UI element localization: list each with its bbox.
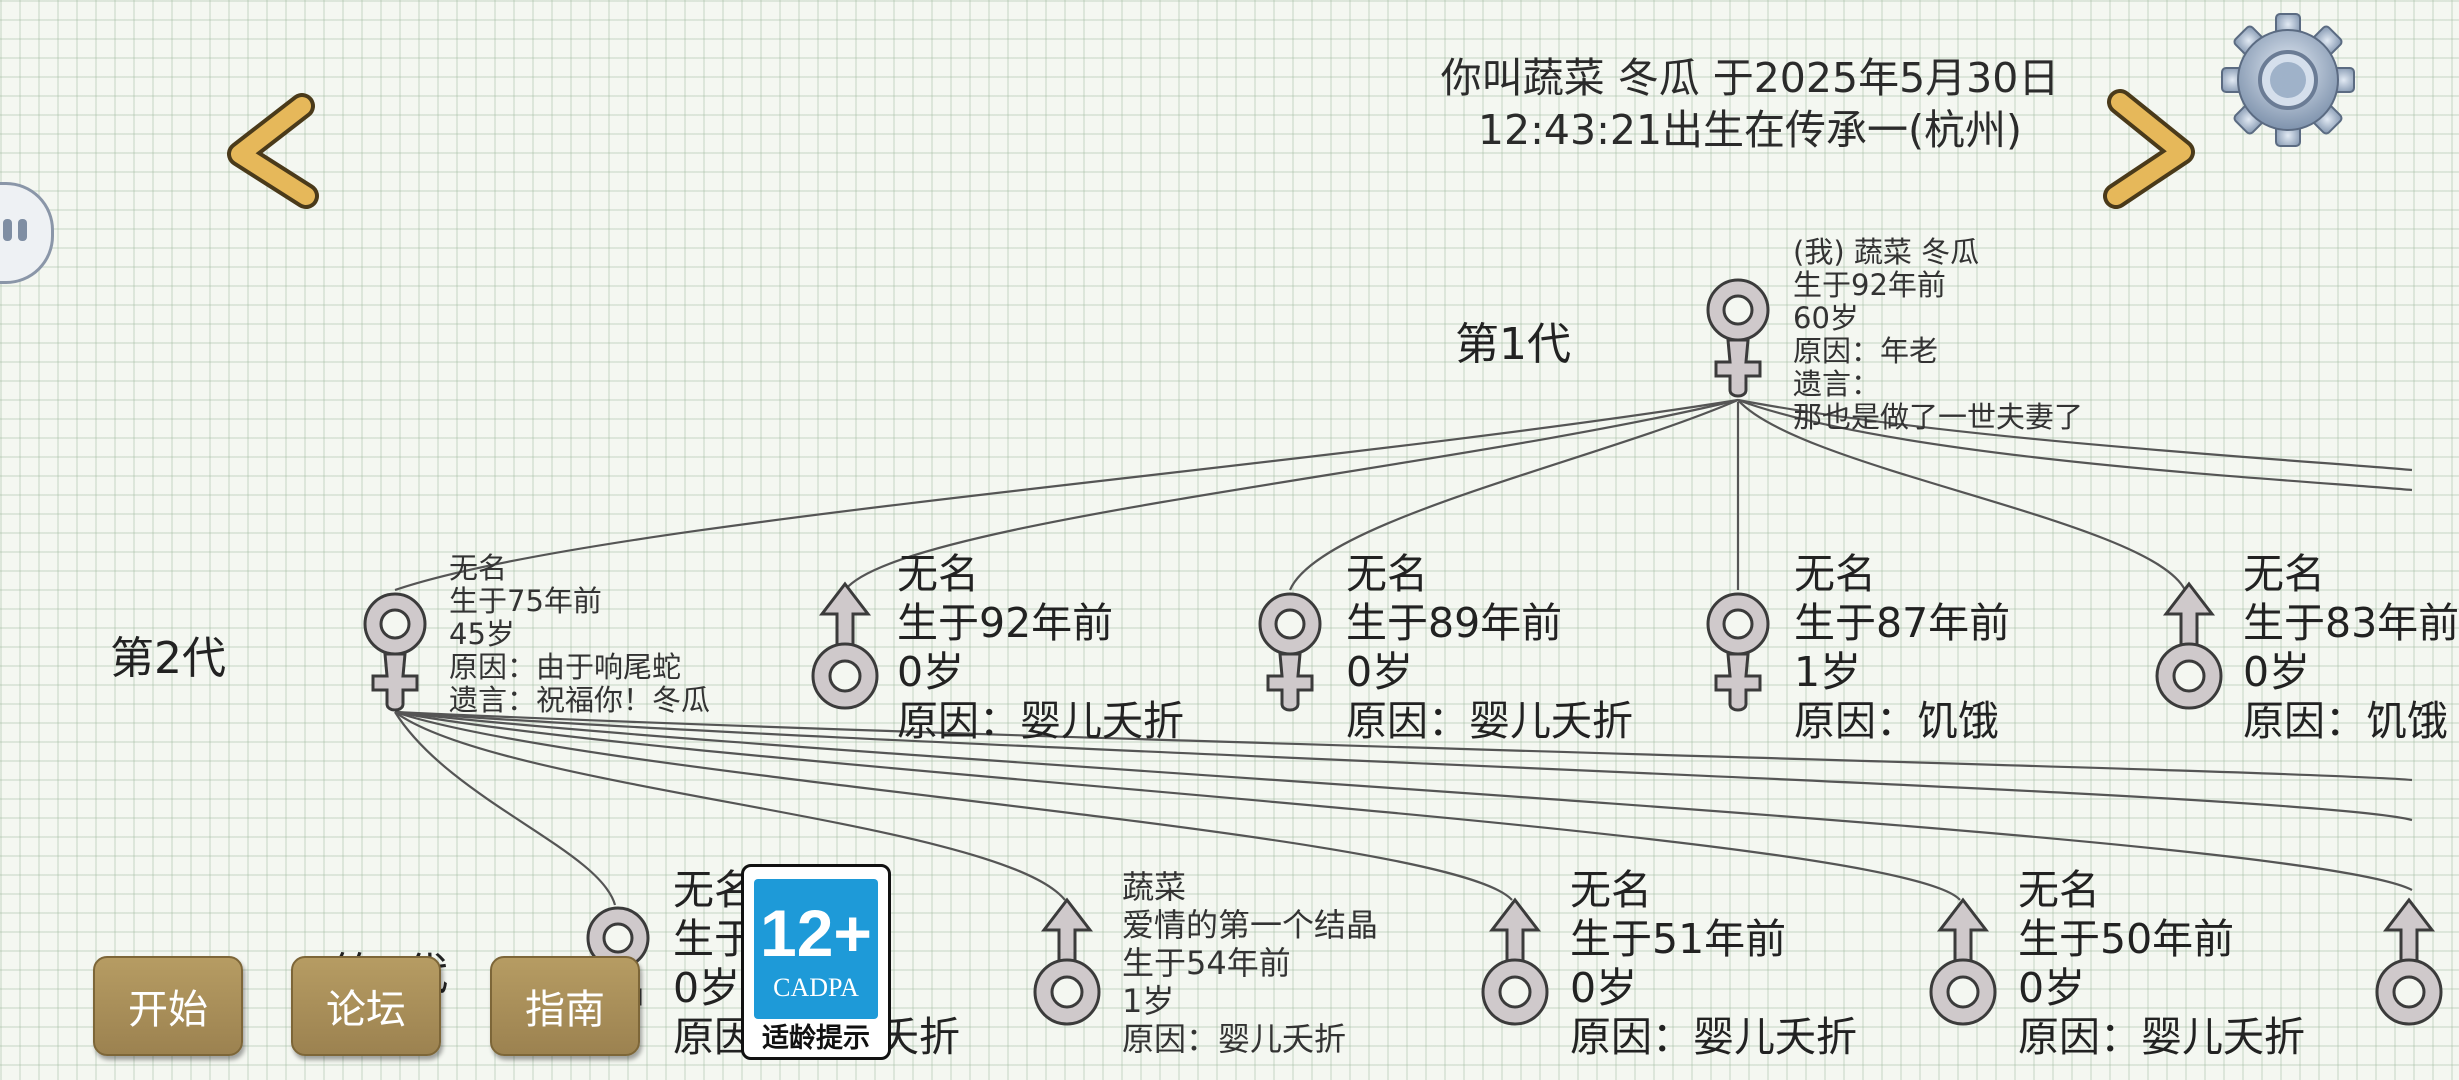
node-name: 无名 (897, 550, 979, 598)
male-icon[interactable] (1476, 896, 1554, 1030)
female-icon[interactable] (357, 586, 433, 718)
node-cause: 原因：婴儿夭折 (897, 697, 1184, 745)
node-last-words-label: 遗言： (1793, 367, 1881, 401)
node-birth: 生于87年前 (1794, 599, 2011, 647)
node-age: 0岁 (897, 648, 965, 696)
node-name: 无名 (1570, 866, 1652, 914)
node-birth: 生于92年前 (1793, 268, 1946, 302)
gen2-node-2-info: 无名 生于92年前 0岁 原因：婴儿夭折 (897, 550, 1184, 746)
node-birth: 生于51年前 (1570, 915, 1787, 963)
node-age: 1岁 (1794, 648, 1862, 696)
female-icon[interactable] (1252, 586, 1328, 718)
female-icon[interactable] (580, 900, 656, 1032)
node-name: 无名 (2243, 550, 2325, 598)
node-birth: 生于92年前 (897, 599, 1114, 647)
guide-button[interactable]: 指南 (490, 956, 640, 1056)
node-name: (我) 蔬菜 冬瓜 (1793, 235, 1980, 269)
node-name: 无名 (1794, 550, 1876, 598)
forum-button[interactable]: 论坛 (291, 956, 441, 1056)
node-name: 无名 (1346, 550, 1428, 598)
node-birth: 生于54年前 (1122, 944, 1291, 982)
male-icon[interactable] (1924, 896, 2002, 1030)
age-rating-org: CADPA (773, 973, 859, 1002)
male-icon[interactable] (2370, 896, 2443, 1030)
settings-gear-icon[interactable] (2218, 10, 2358, 150)
female-icon[interactable] (1700, 272, 1776, 404)
gen2-node-4-info: 无名 生于87年前 1岁 原因：饥饿 (1794, 550, 2010, 746)
node-birth: 生于50年前 (2018, 915, 2235, 963)
gen3-node-2-info: 蔬菜 爱情的第一个结晶 生于54年前 1岁 原因：婴儿夭折 (1122, 868, 1378, 1058)
gen2-node-1-info: 无名 生于75年前 45岁 原因：由于响尾蛇 遗言：祝福你！冬瓜 (449, 552, 710, 717)
node-cause: 原因：婴儿夭折 (1346, 697, 1633, 745)
node-cause: 原因：婴儿夭折 (1122, 1020, 1347, 1058)
node-name: 蔬菜 (1122, 868, 1187, 906)
start-button[interactable]: 开始 (93, 956, 243, 1056)
birth-info-line2: 12:43:21出生在传承一(杭州) (1477, 106, 2023, 154)
node-last-words: 那也是做了一世夫妻了 (1793, 400, 2084, 434)
male-icon[interactable] (2150, 580, 2228, 714)
node-cause: 原因：由于响尾蛇 (449, 650, 682, 684)
gen3-node-3-info: 无名 生于51年前 0岁 原因：婴儿夭折 (1570, 866, 1857, 1062)
node-birth: 生于75年前 (449, 584, 602, 618)
node-age: 0岁 (2018, 964, 2086, 1012)
age-rating-value: 12+ (760, 896, 872, 970)
node-age: 0岁 (1346, 648, 1414, 696)
prev-arrow-button[interactable] (222, 93, 322, 209)
node-birth: 生于83年前 (2243, 599, 2459, 647)
pause-icon (3, 219, 27, 241)
node-cause: 原因：婴儿夭折 (2018, 1013, 2305, 1061)
node-birth: 生于89年前 (1346, 599, 1563, 647)
birth-info: 你叫蔬菜 冬瓜 于2025年5月30日 12:43:21出生在传承一(杭州) (1300, 52, 2200, 156)
age-rating-panel: 12+ CADPA (754, 879, 878, 1019)
gen3-node-4-info: 无名 生于50年前 0岁 原因：婴儿夭折 (2018, 866, 2305, 1062)
gen1-node-info: (我) 蔬菜 冬瓜 生于92年前 60岁 原因：年老 遗言： 那也是做了一世夫妻… (1793, 236, 2083, 434)
male-icon[interactable] (806, 580, 884, 714)
generation-label-2: 第2代 (110, 633, 226, 684)
node-age: 60岁 (1793, 301, 1859, 335)
node-cause: 原因：婴儿夭折 (1570, 1013, 1857, 1061)
gen2-node-5-info: 无名 生于83年前 0岁 原因：饥饿 (2243, 550, 2459, 746)
node-cause: 原因：年老 (1793, 334, 1939, 368)
node-name: 无名 (449, 551, 508, 585)
node-cause: 原因：饥饿 (2243, 697, 2448, 745)
node-age: 0岁 (673, 964, 741, 1012)
gen2-node-3-info: 无名 生于89年前 0岁 原因：婴儿夭折 (1346, 550, 1633, 746)
next-arrow-button[interactable] (2100, 89, 2200, 209)
node-last-words: 遗言：祝福你！冬瓜 (449, 683, 711, 717)
node-age: 1岁 (1122, 982, 1175, 1020)
node-name: 无名 (2018, 866, 2100, 914)
birth-info-line1: 你叫蔬菜 冬瓜 于2025年5月30日 (1440, 54, 2060, 102)
node-age: 0岁 (2243, 648, 2311, 696)
node-age: 45岁 (449, 617, 515, 651)
node-age: 0岁 (1570, 964, 1638, 1012)
age-rating-badge: 12+ CADPA 适龄提示 (741, 864, 891, 1060)
node-cause: 原因：饥饿 (1794, 697, 1999, 745)
generation-label-1: 第1代 (1455, 319, 1571, 370)
female-icon[interactable] (1700, 586, 1776, 718)
male-icon[interactable] (1028, 896, 1106, 1030)
age-rating-tip: 适龄提示 (762, 1023, 870, 1054)
node-title: 爱情的第一个结晶 (1122, 906, 1379, 944)
